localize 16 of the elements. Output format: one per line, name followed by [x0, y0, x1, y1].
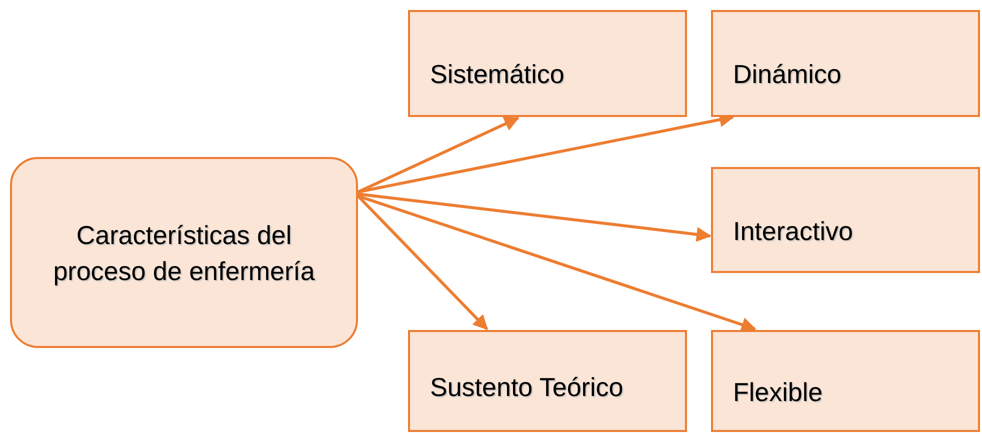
- node-label: Sustento Teórico: [429, 371, 624, 404]
- node-label: Flexible: [732, 376, 824, 409]
- arrow: [358, 192, 712, 242]
- arrow: [356, 194, 488, 330]
- box: [408, 10, 687, 117]
- box: [711, 167, 980, 273]
- node-label: Sistemático: [429, 58, 566, 90]
- rounded-box: [10, 157, 358, 348]
- arrow: [357, 116, 520, 194]
- node-label: Características del proceso de enfermería: [52, 218, 316, 288]
- box: [711, 10, 980, 117]
- node-label: Interactivo: [732, 215, 854, 248]
- arrow: [358, 194, 756, 332]
- box: [711, 330, 980, 432]
- box: [408, 330, 687, 432]
- node-label: Dinámico: [732, 58, 842, 90]
